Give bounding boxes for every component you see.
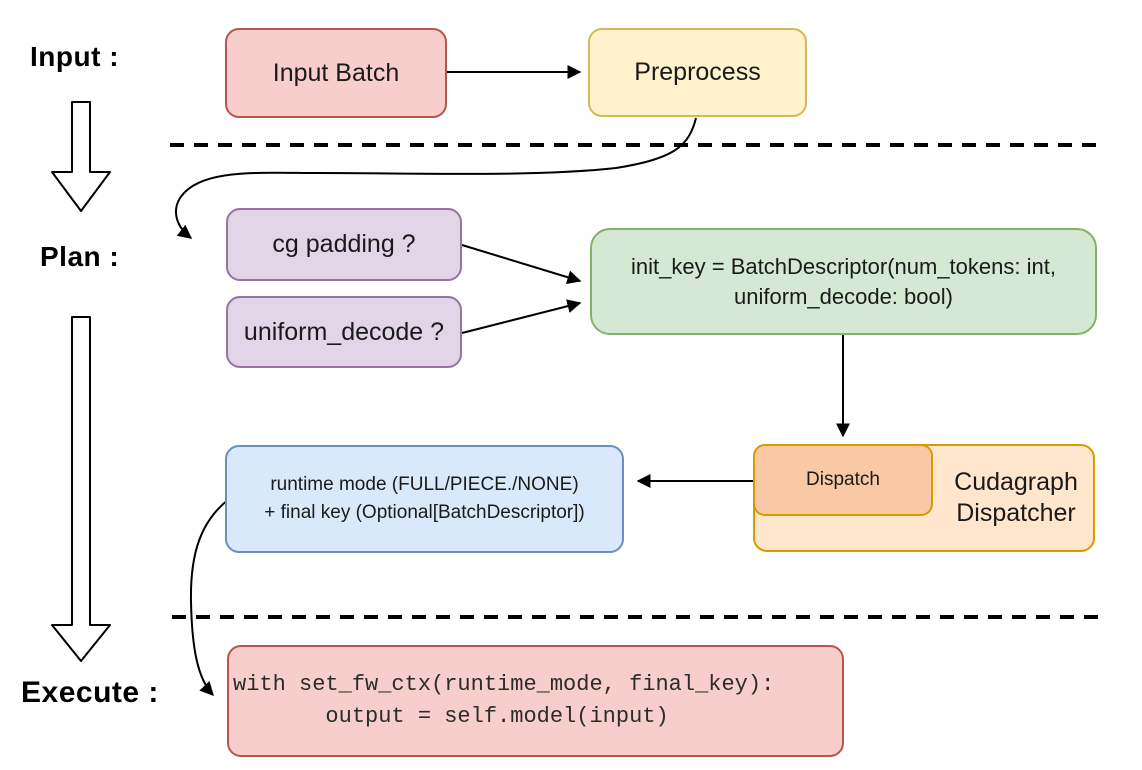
hollow-arrow-plan-to-execute (51, 316, 111, 662)
node-input-batch-label: Input Batch (272, 58, 400, 87)
node-cg-padding-label: cg padding ? (272, 230, 416, 258)
node-execute-code-line2: output = self.model(input) (233, 704, 669, 729)
node-runtime-mode: runtime mode (FULL/PIECE./NONE) + final … (225, 445, 624, 553)
arrow-runtime-mode-to-execute-code (189, 498, 230, 697)
arrow-uniform-decode-to-init-key (461, 299, 582, 334)
node-execute-code-line1: with set_fw_ctx(runtime_mode, final_key)… (233, 672, 775, 697)
node-dispatch-label: Dispatch (806, 469, 880, 491)
arrow-cg-padding-to-init-key (461, 244, 582, 285)
cudagraph-line2: Dispatcher (956, 499, 1076, 527)
hollow-arrow-input-to-plan (51, 101, 111, 212)
node-execute-code: with set_fw_ctx(runtime_mode, final_key)… (227, 645, 844, 757)
node-dispatch: Dispatch (753, 444, 933, 516)
node-runtime-mode-line1: runtime mode (FULL/PIECE./NONE) (270, 473, 579, 495)
node-init-key-line2: uniform_decode: bool) (734, 283, 953, 309)
node-cg-padding: cg padding ? (226, 208, 462, 281)
node-uniform-decode: uniform_decode ? (226, 296, 462, 368)
stage-label-execute: Execute : (21, 676, 159, 709)
node-cudagraph-dispatcher-label: Cudagraph Dispatcher (935, 446, 1097, 550)
node-preprocess-label: Preprocess (634, 58, 761, 86)
node-uniform-decode-label: uniform_decode ? (243, 317, 445, 346)
stage-label-plan: Plan : (40, 241, 120, 272)
node-init-key-line1: init_key = BatchDescriptor(num_tokens: i… (631, 254, 1056, 280)
node-runtime-mode-line2: + final key (Optional[BatchDescriptor]) (264, 502, 585, 523)
node-preprocess: Preprocess (588, 28, 807, 117)
stage-label-input: Input : (30, 41, 120, 72)
node-init-key: init_key = BatchDescriptor(num_tokens: i… (590, 228, 1097, 335)
node-input-batch: Input Batch (225, 28, 447, 118)
cudagraph-line1: Cudagraph (954, 467, 1078, 496)
